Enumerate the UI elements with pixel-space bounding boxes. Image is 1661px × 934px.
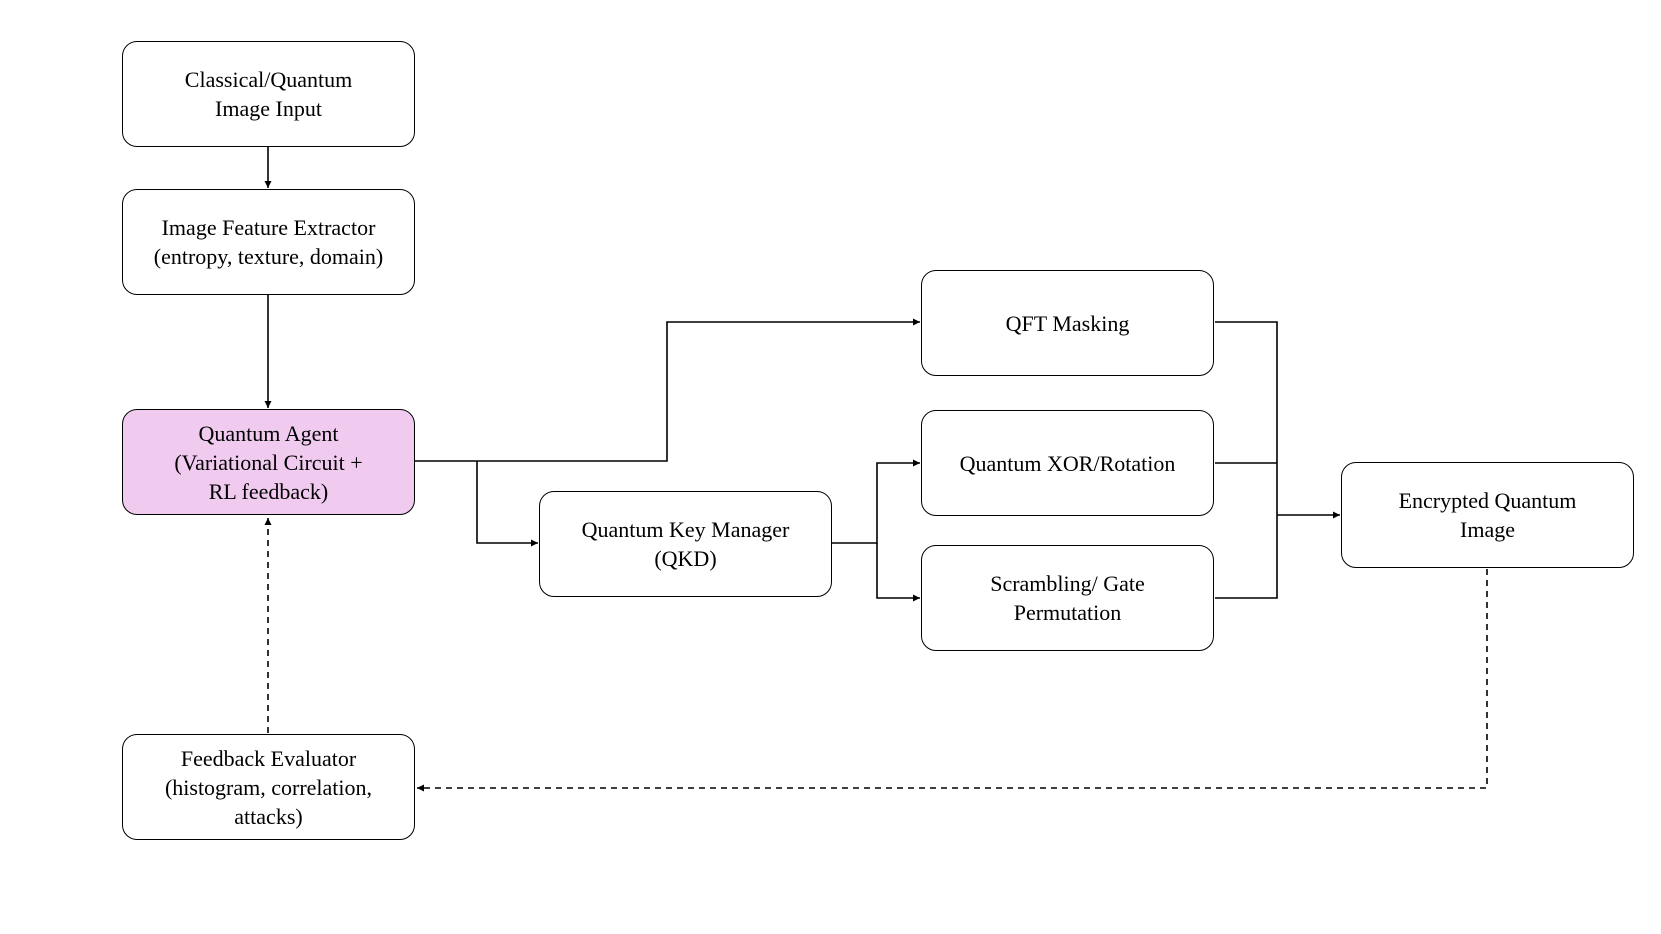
node-quantum-agent-line-3: RL feedback) bbox=[208, 478, 329, 504]
node-xor-rotation: Quantum XOR/Rotation bbox=[921, 410, 1214, 516]
node-quantum-agent: Quantum Agent (Variational Circuit + RL … bbox=[122, 409, 415, 515]
edge-keymanager-to-scrambling bbox=[876, 543, 920, 602]
node-key-manager-line-1: Quantum Key Manager bbox=[581, 517, 790, 542]
node-feedback-evaluator-line-3: attacks) bbox=[234, 803, 303, 829]
node-quantum-agent-line-2: (Variational Circuit + bbox=[174, 449, 363, 475]
edge-qft-to-merge bbox=[1215, 321, 1278, 599]
node-encrypted-image-line-1: Encrypted Quantum bbox=[1398, 488, 1577, 513]
node-image-input-line-1: Classical/Quantum bbox=[184, 67, 353, 92]
node-scrambling-line-2: Permutation bbox=[1013, 600, 1122, 625]
node-encrypted-image-line-2: Image bbox=[1460, 517, 1515, 542]
node-feature-extractor: Image Feature Extractor (entropy, textur… bbox=[122, 189, 415, 295]
edge-keymanager-to-xor bbox=[831, 459, 920, 544]
node-encrypted-image: Encrypted Quantum Image bbox=[1341, 462, 1634, 568]
node-feedback-evaluator: Feedback Evaluator (histogram, correlati… bbox=[122, 734, 415, 840]
node-feature-extractor-line-1: Image Feature Extractor bbox=[161, 215, 376, 240]
node-key-manager: Quantum Key Manager (QKD) bbox=[539, 491, 832, 597]
node-image-input-line-2: Image Input bbox=[215, 96, 322, 121]
node-scrambling: Scrambling/ Gate Permutation bbox=[921, 545, 1214, 651]
node-feedback-evaluator-line-1: Feedback Evaluator bbox=[180, 745, 357, 771]
edge-agent-to-qft bbox=[415, 318, 920, 462]
node-key-manager-line-2: (QKD) bbox=[654, 546, 717, 571]
node-xor-rotation-line-1: Quantum XOR/Rotation bbox=[959, 450, 1176, 476]
node-qft-masking-line-1: QFT Masking bbox=[1005, 310, 1130, 336]
node-scrambling-line-1: Scrambling/ Gate bbox=[990, 571, 1145, 596]
node-feature-extractor-line-2: (entropy, texture, domain) bbox=[153, 244, 384, 269]
node-feedback-evaluator-line-2: (histogram, correlation, bbox=[164, 774, 373, 800]
edge-agent-to-keymanager bbox=[476, 461, 538, 547]
node-image-input: Classical/Quantum Image Input bbox=[122, 41, 415, 147]
node-qft-masking: QFT Masking bbox=[921, 270, 1214, 376]
node-quantum-agent-line-1: Quantum Agent bbox=[198, 420, 339, 446]
